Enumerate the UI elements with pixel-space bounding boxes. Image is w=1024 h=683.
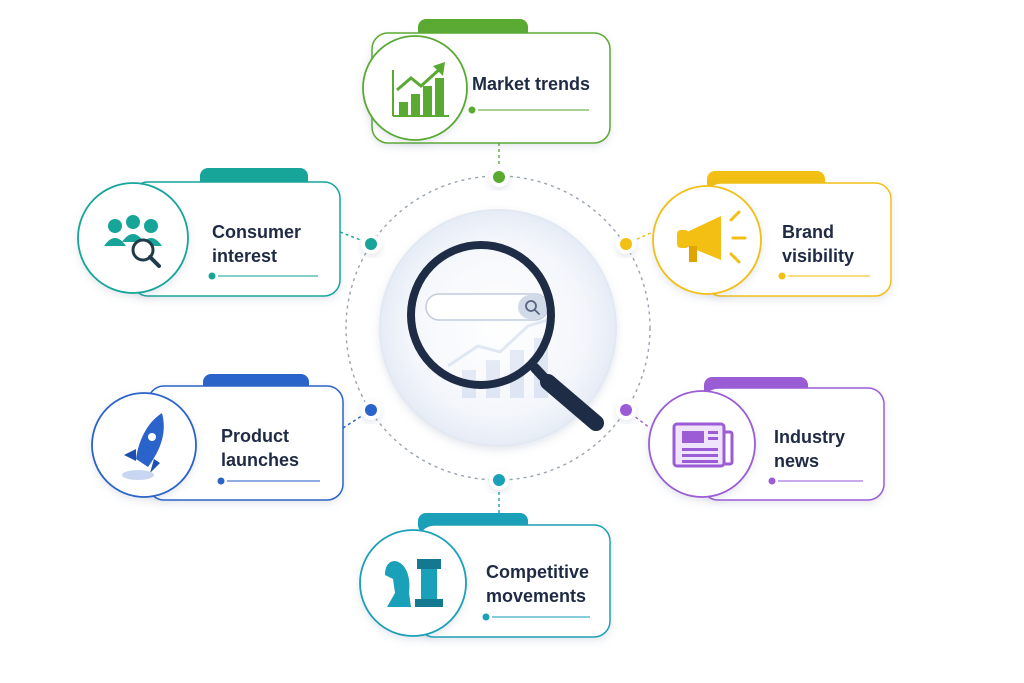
people-search-icon	[104, 215, 162, 268]
rocket-icon	[122, 413, 164, 480]
node-product-launches	[91, 374, 344, 501]
node-brand-visibility	[652, 171, 892, 297]
connector-line	[625, 409, 651, 429]
connector-dot	[365, 238, 377, 250]
node-industry-news	[648, 377, 885, 501]
underline-dot	[217, 477, 225, 485]
underline-dot	[778, 272, 786, 280]
magnifying-glass-icon	[407, 241, 604, 431]
chess-pieces-icon	[385, 559, 443, 607]
search-icon	[525, 300, 537, 312]
underline-dot	[768, 477, 776, 485]
underline-dot	[482, 613, 490, 621]
node-consumer-interest	[77, 168, 341, 297]
node-competitive-movements	[359, 513, 611, 638]
icon-circle	[359, 529, 467, 637]
connector-line	[625, 231, 654, 245]
label-competitive-movements: Competitive movements	[486, 562, 590, 606]
connectors	[339, 143, 654, 525]
connector-dot	[365, 404, 377, 416]
topic-nodes	[77, 19, 892, 638]
connector-dot	[620, 238, 632, 250]
icon-circle	[362, 35, 468, 141]
label-brand-visibility: Brand visibility	[782, 222, 855, 266]
connector-dot	[493, 171, 505, 183]
connector-dot	[493, 474, 505, 486]
underline-dot	[208, 272, 216, 280]
megaphone-icon	[677, 210, 747, 264]
connector-dot	[620, 404, 632, 416]
underline-dot	[468, 106, 476, 114]
hub	[345, 175, 651, 481]
node-market-trends	[362, 19, 611, 144]
label-market-trends: Market trends	[472, 74, 591, 94]
label-industry-news: Industry news	[774, 427, 846, 471]
newspaper-icon	[672, 422, 734, 468]
label-consumer-interest: Consumer interest	[212, 222, 302, 266]
label-product-launches: Product launches	[221, 426, 300, 470]
bar-chart-growth-icon	[392, 62, 449, 117]
search-bar	[425, 293, 549, 321]
